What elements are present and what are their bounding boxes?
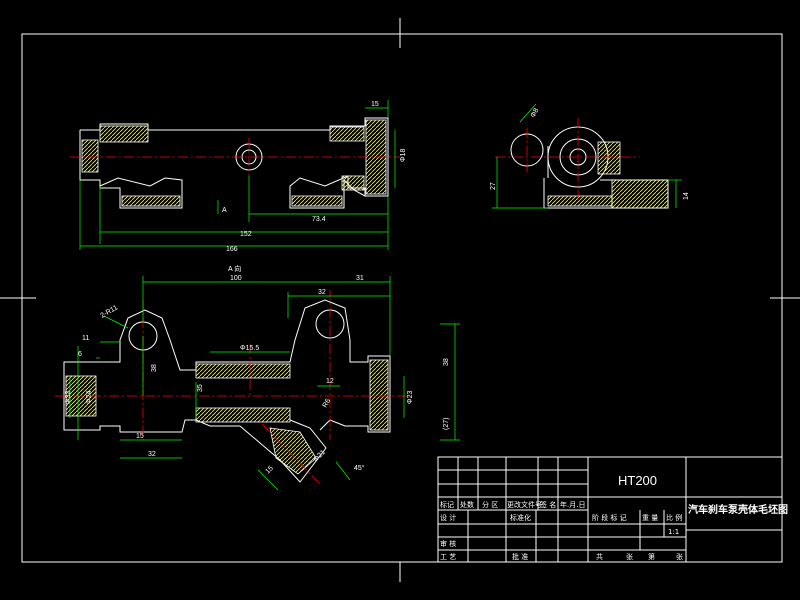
hdr-mark: 标记 <box>440 500 454 509</box>
row-approve: 批 准 <box>512 552 528 561</box>
scale-header: 比 例 <box>666 513 682 522</box>
part-title: 汽车刹车泵壳体毛坯图 <box>688 503 788 516</box>
row-design: 设 计 <box>440 513 456 522</box>
material-label: HT200 <box>618 473 657 488</box>
dim-35: 35 <box>197 384 204 392</box>
dim-2-r11: 2-R11 <box>100 304 120 319</box>
side-view-centerlines <box>495 118 640 200</box>
side-view-sections <box>547 141 669 209</box>
dim-phi32: Φ32 <box>65 391 72 404</box>
top-view-dimensions <box>79 100 396 250</box>
front-view-dimensions <box>69 276 460 491</box>
sheet-border <box>0 18 800 582</box>
stage-mark-header: 阶 段 标 记 <box>592 513 627 522</box>
hdr-change-doc: 更改文件号 <box>507 500 542 509</box>
dim-38b: 38 <box>443 358 450 366</box>
title-block: HT200 汽车刹车泵壳体毛坯图 标记 处数 分 区 更改文件号 签 名 年.月… <box>437 456 788 563</box>
dim-100: 100 <box>230 275 242 282</box>
dim-32-bottom: 32 <box>148 451 156 458</box>
front-view-centerlines <box>55 290 410 485</box>
dim-15-angled: 15 <box>264 465 275 476</box>
sheet-total-unit: 张 <box>626 552 633 561</box>
side-view-dimensions <box>492 103 682 209</box>
front-view-sections <box>65 359 389 475</box>
row-review: 审 核 <box>440 539 456 548</box>
dim-27-ref: (27) <box>443 418 450 430</box>
sheet-no-unit: 张 <box>676 552 683 561</box>
dim-14: 14 <box>683 192 690 200</box>
dim-152: 152 <box>240 231 252 238</box>
view-a-arrow-label: A <box>222 207 227 214</box>
hdr-zone: 分 区 <box>482 500 498 509</box>
dim-phi18: Φ18 <box>400 149 407 162</box>
dim-15: 15 <box>371 101 379 108</box>
row-standardize: 标准化 <box>510 513 531 522</box>
dim-phi8: Φ8 <box>530 107 541 119</box>
hdr-signature: 签 名 <box>540 500 556 509</box>
front-view: A 向 <box>55 264 460 491</box>
scale-value: 1:1 <box>668 528 679 536</box>
dim-phi23: Φ23 <box>407 391 414 404</box>
dim-166: 166 <box>226 246 238 253</box>
dim-6: 6 <box>78 351 82 358</box>
dim-12: 12 <box>326 378 334 385</box>
top-view: 15 Φ18 73.4 152 166 A <box>70 100 407 253</box>
inner-frame <box>21 33 783 563</box>
hdr-count: 处数 <box>460 500 474 509</box>
dim-32: 32 <box>318 289 326 296</box>
dim-phi24: Φ24 <box>86 391 93 404</box>
top-view-sections <box>81 119 387 207</box>
dim-phi21: Φ21 <box>312 449 326 463</box>
dim-r6: R6 <box>322 398 333 409</box>
dim-31: 31 <box>356 275 364 282</box>
top-view-centerlines <box>70 138 400 176</box>
title-block-grid <box>437 456 783 563</box>
row-process: 工 艺 <box>440 553 456 561</box>
dim-45-deg: 45° <box>354 464 365 472</box>
dim-phi15-5: Φ15.5 <box>240 345 259 352</box>
front-view-outline <box>63 299 391 483</box>
dim-38a: 38 <box>151 364 158 372</box>
front-view-title: A 向 <box>228 264 241 273</box>
dim-15-left: 15 <box>136 433 144 440</box>
dim-73-4: 73.4 <box>312 216 326 223</box>
sheet-total-label: 共 <box>596 552 603 561</box>
sheet-no-label: 第 <box>648 552 655 561</box>
dim-27: 27 <box>490 182 497 190</box>
dim-11: 11 <box>82 335 89 342</box>
side-view: 27 14 Φ8 <box>490 103 690 209</box>
weight-header: 重 量 <box>642 514 658 522</box>
hdr-date: 年.月.日 <box>560 500 585 509</box>
